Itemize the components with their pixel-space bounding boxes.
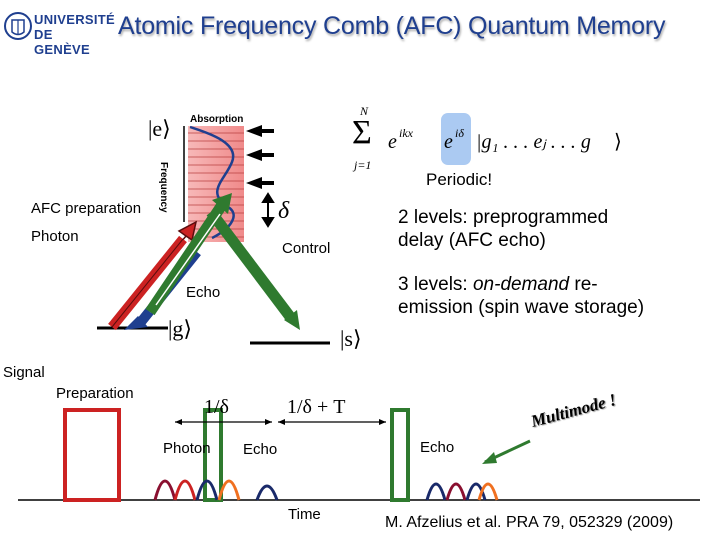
comb-lines bbox=[188, 132, 244, 238]
three-levels-text: 3 levels: on-demand re- emission (spin w… bbox=[398, 273, 644, 319]
echo-arrow-head bbox=[124, 316, 148, 330]
absorption-curve bbox=[189, 125, 235, 240]
phase2-exp: iδ bbox=[455, 126, 464, 140]
control-pulse-2 bbox=[390, 408, 410, 502]
page-title: Atomic Frequency Comb (AFC) Quantum Memo… bbox=[118, 12, 666, 40]
timing-echo2-label: Echo bbox=[420, 439, 455, 456]
three-levels-line1: 3 levels: on-demand re- bbox=[398, 273, 644, 296]
sum-upper: N bbox=[360, 104, 369, 118]
preparation-pulse bbox=[63, 408, 121, 502]
frequency-label: Frequency bbox=[158, 162, 169, 213]
echo-label: Echo bbox=[186, 284, 221, 301]
phase-highlight bbox=[441, 113, 471, 165]
delta-label: δ bbox=[278, 198, 290, 224]
inv-delta-T-label: 1/δ + T bbox=[287, 396, 346, 418]
preparation-label: Preparation bbox=[56, 385, 134, 402]
ket-body: |g₁ . . . eⱼ . . . g bbox=[476, 131, 591, 153]
inv-delta-label: 1/δ bbox=[204, 396, 229, 418]
level-s-label: |s⟩ bbox=[340, 326, 362, 351]
echo1-pulse bbox=[255, 484, 279, 501]
phase1-exp: ikx bbox=[399, 126, 413, 140]
control-arrow-down-shaft bbox=[206, 208, 296, 322]
two-levels-text: 2 levels: preprogrammed delay (AFC echo) bbox=[398, 206, 608, 252]
absorption-label: Absorption bbox=[190, 114, 244, 125]
logo-line2: DE GENÈVE bbox=[34, 27, 90, 57]
time-axis-label: Time bbox=[288, 506, 321, 523]
control-arrow-up-head bbox=[212, 193, 232, 214]
state-formula: N Σ j=1 e ikx e iδ |g₁ . . . eⱼ . . . g … bbox=[352, 104, 632, 181]
phase2-base: e bbox=[444, 131, 453, 153]
three-levels-line2: emission (spin wave storage) bbox=[398, 297, 645, 318]
photon-label: Photon bbox=[31, 228, 79, 245]
control-arrow-highlight bbox=[155, 213, 221, 306]
timing-photon-label: Photon bbox=[163, 440, 211, 457]
input-photons bbox=[153, 479, 241, 501]
logo-line1: UNIVERSITÉ bbox=[34, 12, 116, 27]
phase1-base: e bbox=[388, 131, 397, 153]
university-crest-icon bbox=[4, 12, 32, 40]
control-pulse-1 bbox=[203, 408, 223, 502]
timing-echo1-label: Echo bbox=[243, 441, 278, 458]
afc-preparation-label: AFC preparation bbox=[31, 200, 142, 217]
output-echoes bbox=[425, 482, 499, 501]
citation: M. Afzelius et al. PRA 79, 052329 (2009) bbox=[385, 514, 674, 531]
two-levels-line1: 2 levels: preprogrammed bbox=[398, 207, 609, 228]
periodic-label: Periodic! bbox=[426, 170, 493, 189]
three-levels-post: re- bbox=[569, 274, 598, 295]
ket-end: ⟩ bbox=[614, 131, 622, 153]
control-arrow-up-shaft bbox=[145, 201, 227, 316]
signal-label: Signal bbox=[3, 364, 45, 381]
delta-bracket bbox=[261, 192, 275, 228]
three-levels-emph: on-demand bbox=[472, 274, 570, 295]
photon-arrow-edge bbox=[111, 238, 184, 328]
university-logo: UNIVERSITÉ DE GENÈVE bbox=[4, 10, 115, 57]
sum-symbol: Σ bbox=[352, 114, 372, 151]
two-levels-line2: delay (AFC echo) bbox=[398, 230, 546, 251]
level-e-label: |e⟩ bbox=[148, 116, 171, 141]
sum-lower: j=1 bbox=[354, 158, 372, 172]
comb-arrows bbox=[246, 125, 274, 189]
three-levels-pre: 3 levels: bbox=[398, 274, 473, 295]
control-label: Control bbox=[282, 240, 331, 257]
control-arrow-down-head bbox=[284, 310, 300, 330]
level-g-label: |g⟩ bbox=[168, 316, 192, 341]
